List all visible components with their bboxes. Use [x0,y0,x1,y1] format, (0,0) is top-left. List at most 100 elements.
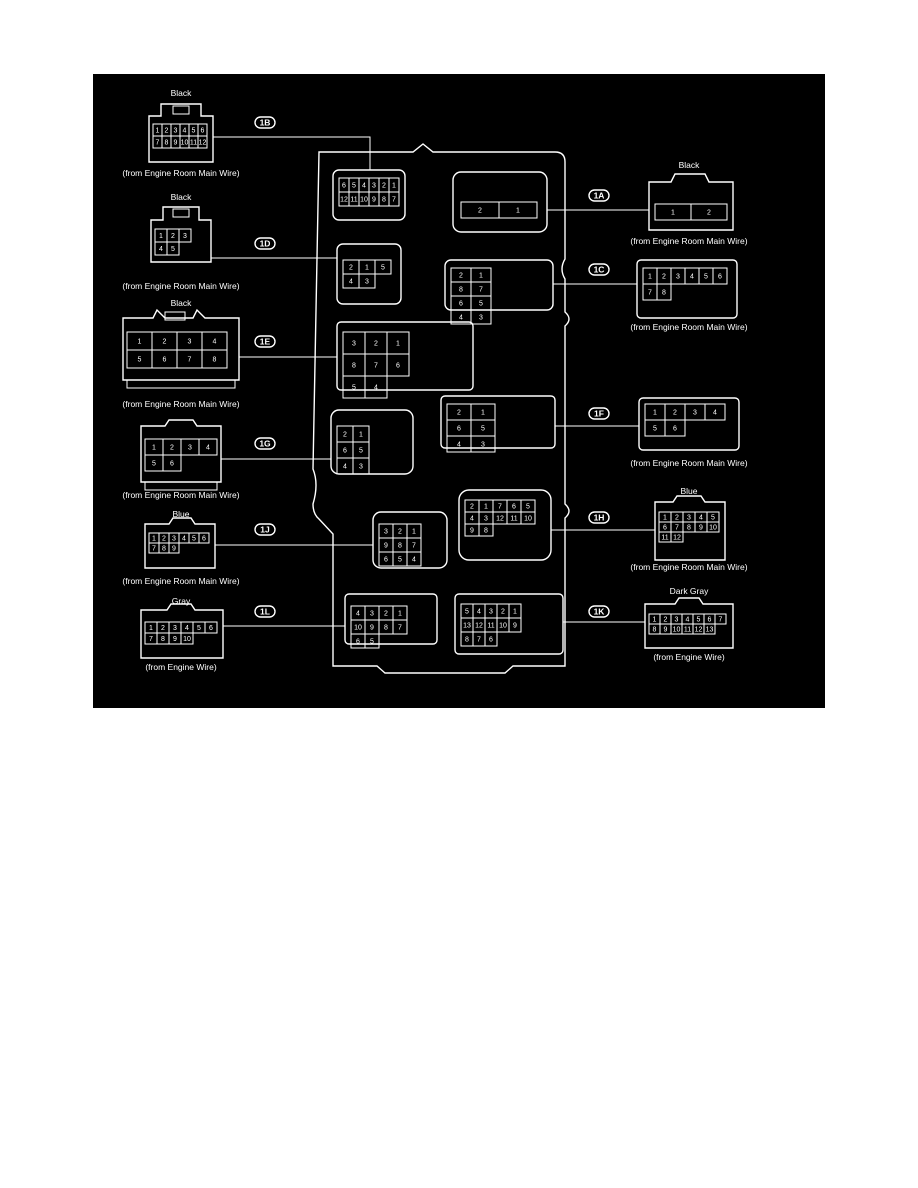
svg-text:4: 4 [690,274,694,281]
svg-text:2: 2 [171,233,175,240]
svg-text:3: 3 [188,445,192,452]
connector-1B-latch [172,105,190,115]
svg-text:1G: 1G [259,439,271,449]
svg-text:8: 8 [459,287,463,294]
connector-1K-code-badge: 1K [588,605,610,618]
svg-text:7: 7 [477,637,481,644]
connector-1J-code-badge: 1J [254,523,276,536]
svg-text:7: 7 [392,197,396,204]
svg-text:2: 2 [662,274,666,281]
svg-text:1: 1 [392,183,396,190]
svg-text:1: 1 [513,609,517,616]
connector-1C-pin-8: 8 [656,283,672,301]
svg-text:1K: 1K [594,607,606,617]
svg-text:5: 5 [370,639,374,646]
svg-text:1: 1 [149,625,153,632]
svg-text:4: 4 [470,516,474,523]
svg-text:3: 3 [676,274,680,281]
svg-text:6: 6 [457,426,461,433]
jb-1L-pin-7: 7 [392,619,408,635]
svg-text:1: 1 [396,341,400,348]
connector-1E-housing [122,308,240,381]
svg-text:9: 9 [664,627,668,634]
connector-1K-pin-7: 7 [714,613,727,625]
svg-text:1: 1 [481,410,485,417]
svg-text:5: 5 [359,448,363,455]
svg-text:8: 8 [465,637,469,644]
junction-block-outline [312,143,570,674]
connector-1B-source-label: (from Engine Room Main Wire) [122,168,239,178]
svg-text:9: 9 [174,140,178,147]
svg-text:1: 1 [152,536,156,543]
svg-text:2: 2 [501,609,505,616]
svg-text:2: 2 [457,410,461,417]
jb-1L-pin-5: 5 [364,633,380,649]
svg-text:2: 2 [162,536,166,543]
svg-text:9: 9 [513,623,517,630]
svg-text:2: 2 [374,341,378,348]
svg-text:2: 2 [382,183,386,190]
svg-text:8: 8 [662,290,666,297]
connector-1J-housing [144,517,216,569]
connector-1G-source-label: (from Engine Room Main Wire) [122,490,239,500]
svg-text:3: 3 [372,183,376,190]
svg-text:8: 8 [653,627,657,634]
svg-text:1B: 1B [260,118,271,128]
connector-1G-housing [140,419,222,483]
svg-text:3: 3 [173,625,177,632]
jb-1E-pin-4: 4 [364,375,388,399]
connector-1J-color-label: Blue [172,509,189,519]
jb-socket-1K [454,593,564,655]
jb-1B-pin-7: 7 [388,191,400,207]
connector-1D-latch [172,208,190,218]
svg-text:1H: 1H [594,513,605,523]
svg-text:4: 4 [362,183,366,190]
connector-1D-pin-3: 3 [178,228,192,243]
svg-text:12: 12 [673,535,681,542]
svg-text:8: 8 [165,140,169,147]
connector-1L-source-label: (from Engine Wire) [145,662,216,672]
svg-text:7: 7 [719,617,723,624]
svg-text:2: 2 [170,445,174,452]
diagram-background [93,74,825,708]
connector-1H-housing [654,495,726,561]
svg-text:2: 2 [707,210,711,217]
svg-text:8: 8 [162,546,166,553]
svg-text:2: 2 [673,410,677,417]
jb-1A-pin-1: 1 [498,201,538,219]
svg-text:2: 2 [349,265,353,272]
svg-text:3: 3 [370,611,374,618]
svg-text:4: 4 [374,385,378,392]
jb-socket-1G [330,409,414,475]
jb-1G-pin-3: 3 [352,457,370,475]
jb-1K-pin-9: 9 [508,617,522,633]
svg-text:7: 7 [479,287,483,294]
svg-text:6: 6 [209,625,213,632]
connector-1K-source-label: (from Engine Wire) [653,652,724,662]
svg-text:1: 1 [671,210,675,217]
svg-text:13: 13 [463,623,471,630]
svg-text:1: 1 [653,617,657,624]
jb-1E-pin-6: 6 [386,353,410,377]
svg-text:4: 4 [185,625,189,632]
svg-text:1: 1 [156,128,160,135]
svg-text:11: 11 [350,197,357,204]
connector-1L-pin-6: 6 [204,621,218,634]
connector-1B-code-badge: 1B [254,116,276,129]
svg-text:4: 4 [349,279,353,286]
connector-1K-color-label: Dark Gray [670,586,709,596]
svg-text:5: 5 [152,461,156,468]
svg-text:4: 4 [459,315,463,322]
svg-text:5: 5 [381,265,385,272]
jb-socket-1A [452,171,548,233]
connector-1J-pin-6: 6 [198,532,210,544]
